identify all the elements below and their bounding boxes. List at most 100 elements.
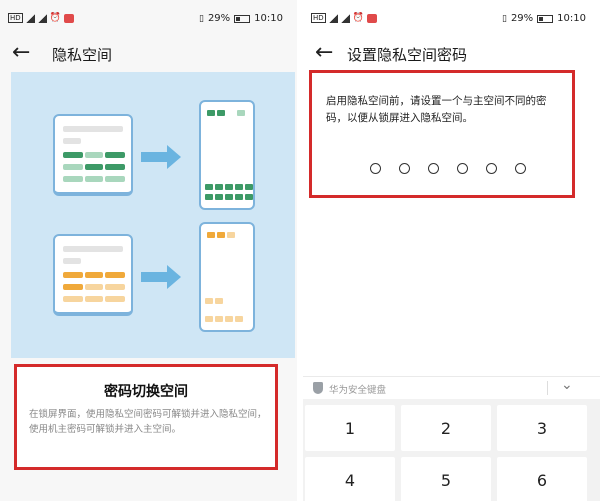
illus-tile (235, 316, 243, 322)
key-4[interactable]: 4 (305, 457, 395, 501)
status-icons-right: ▯ 29% 10:10 (199, 13, 283, 24)
illus-tile (205, 184, 213, 190)
app-header: ← 隐私空间 (0, 36, 297, 70)
pin-dot (428, 163, 439, 174)
card-title: 密码切换空间 (104, 384, 188, 400)
illus-tile (105, 272, 125, 278)
battery-icon (537, 14, 554, 23)
pin-dot (515, 163, 526, 174)
app-header: ← 设置隐私空间密码 (303, 36, 600, 70)
shield-icon (313, 382, 323, 394)
arrow-head-icon (167, 265, 181, 289)
password-entry-box: 启用隐私空间前，请设置一个与主空间不同的密码，以便从锁屏进入隐私空间。 (309, 70, 575, 198)
vibrate-icon: ▯ (198, 13, 204, 24)
illus-tile (215, 194, 223, 200)
pin-dots[interactable] (370, 163, 526, 174)
illus-tile (245, 194, 253, 200)
hd-icon: HD (8, 13, 23, 23)
vibrate-icon: ▯ (501, 13, 507, 24)
divider (547, 381, 548, 395)
green-space-phone (199, 100, 255, 210)
illus-tile (63, 164, 83, 170)
pin-dot (486, 163, 497, 174)
illus-tile (85, 272, 103, 278)
status-bar: HD ⏰ ▯ 29% 10:10 (303, 0, 600, 34)
illus-tile (207, 232, 215, 238)
illus-tile (63, 296, 83, 302)
illus-tile (225, 184, 233, 190)
illus-tile (63, 272, 83, 278)
signal-icon (25, 13, 35, 23)
arrow-head-icon (167, 145, 181, 169)
signal-icon (340, 13, 350, 23)
illus-tile (235, 184, 243, 190)
arrow-icon (141, 272, 167, 282)
back-arrow-icon[interactable]: ← (12, 40, 31, 65)
key-1[interactable]: 1 (305, 405, 395, 451)
illus-tile (207, 110, 215, 116)
illus-tile (105, 296, 125, 302)
orange-space-phone (199, 222, 255, 332)
private-phone-illustration (53, 234, 133, 316)
illus-tile (205, 194, 213, 200)
pin-dot (399, 163, 410, 174)
illus-tile (235, 194, 243, 200)
illus-tile (85, 176, 103, 182)
password-prompt: 启用隐私空间前，请设置一个与主空间不同的密码，以便从锁屏进入隐私空间。 (326, 95, 547, 124)
battery-percent: 29% (510, 13, 534, 24)
illus-tile (63, 284, 83, 290)
battery-icon (234, 14, 251, 23)
illus-tile (245, 184, 253, 190)
illus-tile (237, 110, 245, 116)
password-switch-card: 密码切换空间 在锁屏界面，使用隐私空间密码可解锁并进入隐私空间，使用机主密码可解… (14, 364, 278, 470)
illus-tile (105, 284, 125, 290)
illus-tile (225, 194, 233, 200)
arrow-icon (141, 152, 167, 162)
hd-icon: HD (311, 13, 326, 23)
illus-tile (217, 110, 225, 116)
pin-dot (370, 163, 381, 174)
illus-tile (63, 176, 83, 182)
illus-bar (63, 138, 81, 144)
signal-icon (328, 13, 338, 23)
illus-tile (85, 284, 103, 290)
illus-tile (215, 298, 223, 304)
key-6[interactable]: 6 (497, 457, 587, 501)
app-notification-icon (63, 13, 74, 23)
illus-bar (63, 246, 123, 252)
illus-tile (215, 316, 223, 322)
illus-bar (63, 126, 123, 132)
clock: 10:10 (557, 13, 586, 24)
illus-tile (85, 296, 103, 302)
keyboard-label: 华为安全键盘 (329, 385, 387, 396)
app-notification-icon (366, 13, 377, 23)
illus-tile (217, 232, 225, 238)
signal-icon (37, 13, 47, 23)
status-icons-left: HD ⏰ (311, 13, 377, 23)
main-phone-illustration (53, 114, 133, 196)
illus-tile (105, 176, 125, 182)
privacy-space-screen: HD ⏰ ▯ 29% 10:10 ← 隐私空间 (0, 0, 297, 501)
chevron-down-icon[interactable]: ⌄ (561, 377, 573, 393)
alarm-icon: ⏰ (352, 13, 364, 23)
set-password-screen: HD ⏰ ▯ 29% 10:10 ← 设置隐私空间密码 启用隐私空间前，请设置一… (303, 0, 600, 501)
illus-tile (63, 152, 83, 158)
status-icons-left: HD ⏰ (8, 13, 74, 23)
illus-tile (227, 232, 235, 238)
back-arrow-icon[interactable]: ← (315, 40, 334, 65)
key-5[interactable]: 5 (401, 457, 491, 501)
page-title: 设置隐私空间密码 (347, 46, 468, 64)
page-title: 隐私空间 (52, 46, 113, 64)
illus-tile (85, 164, 103, 170)
clock: 10:10 (254, 13, 283, 24)
panel-divider (297, 0, 303, 501)
illus-bar (63, 258, 81, 264)
key-2[interactable]: 2 (401, 405, 491, 451)
status-bar: HD ⏰ ▯ 29% 10:10 (0, 0, 297, 34)
card-description: 在锁屏界面，使用隐私空间密码可解锁并进入隐私空间，使用机主密码可解锁并进入主空间… (29, 409, 267, 435)
illus-tile (85, 152, 103, 158)
illus-tile (105, 152, 125, 158)
battery-percent: 29% (207, 13, 231, 24)
key-3[interactable]: 3 (497, 405, 587, 451)
illus-tile (215, 184, 223, 190)
